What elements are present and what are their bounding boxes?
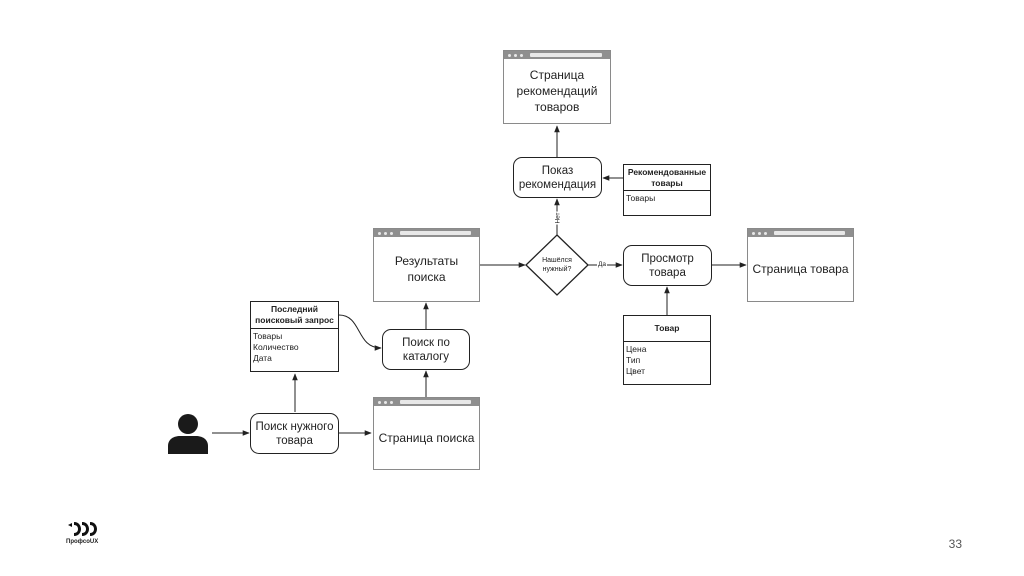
window-url-bar <box>774 231 845 235</box>
window-recommend-page[interactable]: Страница рекомендаций товаров <box>503 50 611 124</box>
window-dot <box>384 231 387 235</box>
edge-lastquery-to-catalog <box>338 314 382 351</box>
window-search-page[interactable]: Страница поиска <box>373 397 480 470</box>
table-row: Цена <box>626 344 647 354</box>
process-show-recommend[interactable]: Показ рекомендация <box>513 157 602 198</box>
window-label: Страница поиска <box>378 430 475 445</box>
table-rows: Товары <box>624 191 710 206</box>
user-icon <box>168 414 208 454</box>
table-last-query[interactable]: Последний поисковый запрос Товары Количе… <box>250 301 339 372</box>
table-row: Тип <box>626 355 641 365</box>
window-dot <box>764 231 767 235</box>
table-row: Цвет <box>626 366 646 376</box>
table-row: Товары <box>626 193 656 203</box>
window-dot <box>384 400 387 404</box>
window-dot <box>390 231 393 235</box>
table-product[interactable]: Товар Цена Тип Цвет <box>623 315 711 385</box>
table-recommended-products[interactable]: Рекомендованные товары Товары <box>623 164 711 216</box>
window-url-bar <box>400 231 471 235</box>
process-product-search[interactable]: Поиск нужного товара <box>250 413 339 454</box>
window-dot <box>514 53 517 57</box>
window-url-bar <box>530 53 602 57</box>
window-dot <box>508 53 511 57</box>
decision-label: Нашёлся нужный? <box>542 257 572 273</box>
table-row: Количество <box>253 342 299 352</box>
table-title: Товар <box>624 316 710 342</box>
company-logo-text: ПрофсоUX <box>66 539 99 545</box>
edge-label-yes: Да <box>597 261 608 269</box>
decision-diamond <box>525 234 589 296</box>
table-row: Дата <box>253 353 272 363</box>
edge-label-no: Нет <box>554 211 563 225</box>
window-product-page[interactable]: Страница товара <box>747 228 854 302</box>
table-rows: Цена Тип Цвет <box>624 342 710 379</box>
table-title: Рекомендованные товары <box>624 165 710 191</box>
window-dot <box>520 53 523 57</box>
table-rows: Товары Количество Дата <box>251 329 338 366</box>
window-label: Страница рекомендаций товаров <box>516 68 598 114</box>
window-search-results[interactable]: Результаты поиска <box>373 228 480 302</box>
table-title: Последний поисковый запрос <box>251 302 338 329</box>
window-dot <box>758 231 761 235</box>
process-product-view[interactable]: Просмотр товара <box>623 245 712 286</box>
window-dot <box>378 231 381 235</box>
process-catalog-search[interactable]: Поиск по каталогу <box>382 329 470 370</box>
window-url-bar <box>400 400 471 404</box>
table-row: Товары <box>253 331 283 341</box>
company-logo-icon <box>68 522 97 536</box>
window-dot <box>378 400 381 404</box>
page-number: 33 <box>948 537 962 551</box>
window-dot <box>752 231 755 235</box>
window-label: Результаты поиска <box>394 254 459 284</box>
window-label: Страница товара <box>752 262 849 276</box>
window-dot <box>390 400 393 404</box>
